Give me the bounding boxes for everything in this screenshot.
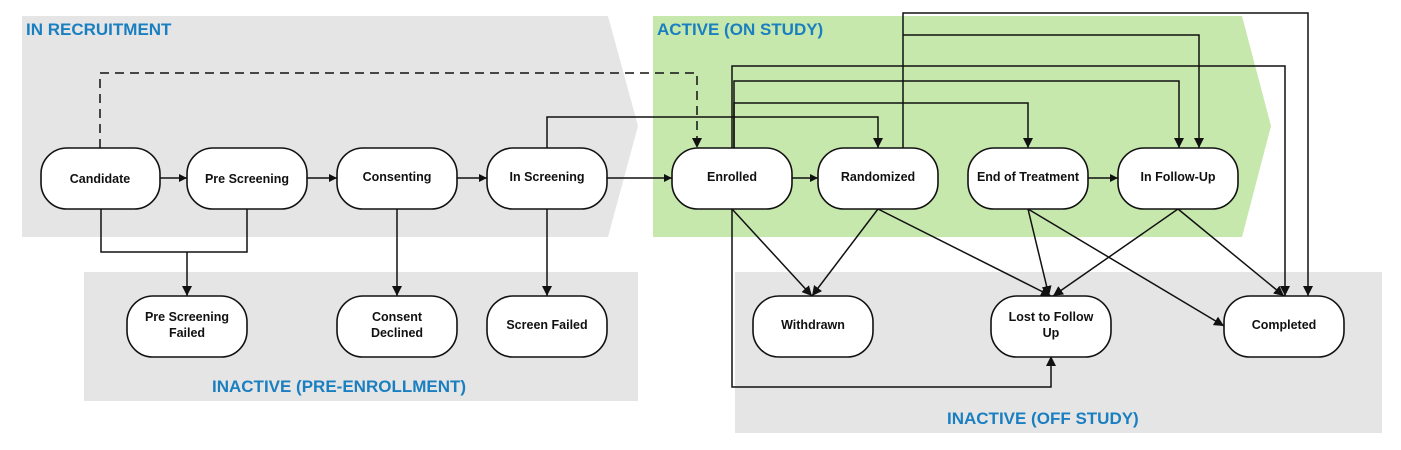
edge-randomized-to-completed [902,12,1313,296]
node-enrolled[interactable]: Enrolled [671,147,793,210]
node-label-line-1: Consent [372,310,423,324]
edge-in-follow-up-to-lost-to-follow-up [1052,208,1179,297]
region-label-inactive-off-study: INACTIVE (OFF STUDY) [947,409,1139,428]
node-label-line-1: Pre Screening [145,310,229,324]
node-label: Enrolled [707,170,757,184]
edge-end-of-treatment-to-completed [1027,208,1225,327]
node-label: Candidate [70,172,130,186]
node-label: In Follow-Up [1141,170,1216,184]
region-label-in-recruitment: IN RECRUITMENT [26,20,172,39]
regions: IN RECRUITMENT ACTIVE (ON STUDY) INACTIV… [22,16,1382,433]
node-label-line-2: Declined [371,326,423,340]
edge-enrolled-to-withdrawn [731,208,813,297]
node-label: Screen Failed [506,318,587,332]
node-screen-failed[interactable]: Screen Failed [486,295,608,358]
edge-enrolled-to-end-of-treatment [733,102,1033,148]
node-label-line-2: Failed [169,326,205,340]
node-completed[interactable]: Completed [1223,295,1345,358]
node-end-of-treatment[interactable]: End of Treatment [967,147,1089,210]
node-in-follow-up[interactable]: In Follow-Up [1117,147,1239,210]
node-withdrawn[interactable]: Withdrawn [752,295,874,358]
edge-in-screening-to-randomized [546,116,883,148]
node-label: End of Treatment [977,170,1080,184]
node-randomized[interactable]: Randomized [817,147,939,210]
edge-in-follow-up-to-completed [1177,208,1285,297]
edge-enrolled-to-lost-to-follow-up [731,209,1056,388]
region-label-active-on-study: ACTIVE (ON STUDY) [657,20,823,39]
edge-candidate-to-enrolled-dashed [99,72,702,148]
node-label: Withdrawn [781,318,845,332]
node-consenting[interactable]: Consenting [336,147,458,210]
edge-end-of-treatment-to-lost-to-follow-up [1027,208,1052,297]
node-label: Pre Screening [205,172,289,186]
node-pre-screening[interactable]: Pre Screening [186,147,308,210]
edge-randomized-to-lost-to-follow-up [877,208,1052,297]
region-label-inactive-pre-enrollment: INACTIVE (PRE-ENROLLMENT) [212,377,466,396]
nodes: Candidate Pre Screening Consenting In Sc… [40,147,1345,358]
node-label-line-2: Up [1043,326,1060,340]
node-label-line-1: Lost to Follow [1009,310,1094,324]
edge-randomized-to-withdrawn [811,208,879,297]
node-candidate[interactable]: Candidate [40,147,161,210]
node-consent-declined[interactable]: Consent Declined [336,295,458,358]
node-lost-to-follow-up[interactable]: Lost to Follow Up [990,295,1112,358]
node-pre-screening-failed[interactable]: Pre Screening Failed [126,295,248,358]
node-label: In Screening [509,170,584,184]
node-label: Completed [1252,318,1317,332]
edges [99,12,1313,388]
edge-enrolled-to-completed [731,65,1290,296]
node-in-screening[interactable]: In Screening [486,147,608,210]
edge-candidate-to-pre-screening-failed [100,209,248,253]
edge-randomized-to-in-follow-up [903,34,1204,148]
node-label: Randomized [841,170,915,184]
node-label: Consenting [363,170,432,184]
